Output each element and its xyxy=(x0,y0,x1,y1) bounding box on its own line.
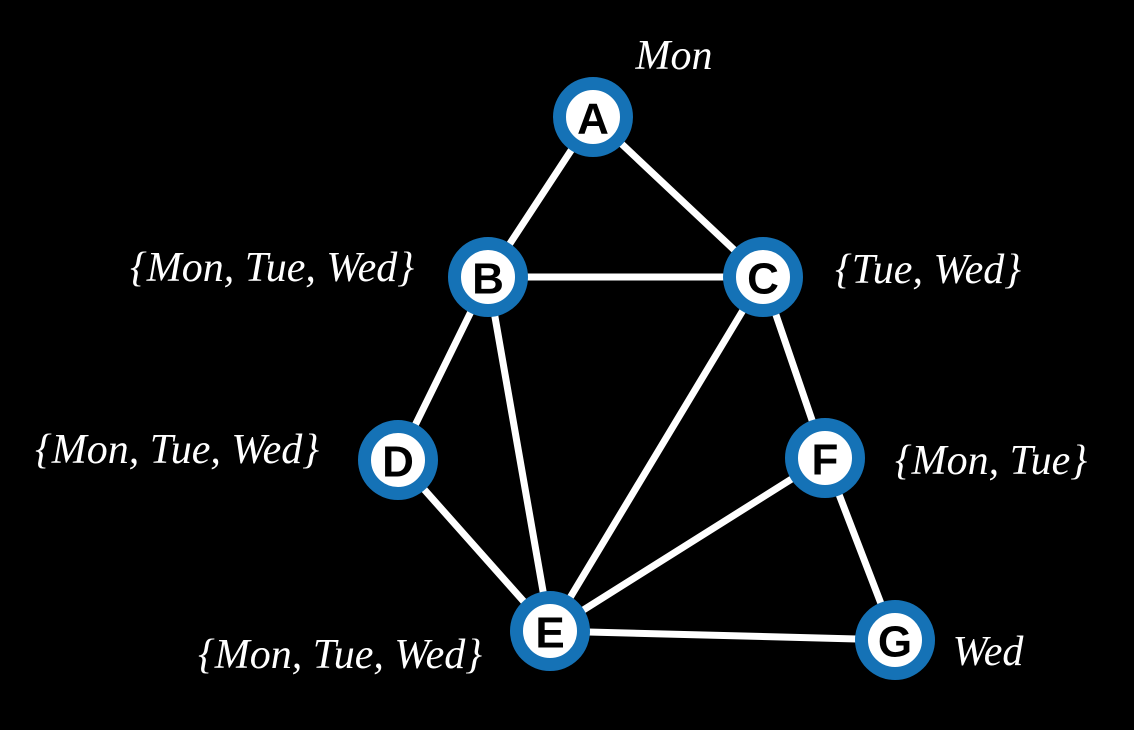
node-B-letter: B xyxy=(472,255,504,304)
node-G-letter: G xyxy=(878,618,912,667)
node-A-circle xyxy=(553,77,633,157)
node-F-letter: F xyxy=(812,436,839,485)
edge-B-E xyxy=(484,273,554,635)
node-C-circle xyxy=(723,237,803,317)
node-C-letter: C xyxy=(747,255,779,304)
node-E-circle xyxy=(510,591,590,671)
edge-E-F xyxy=(546,454,829,635)
node-D-letter: D xyxy=(382,438,414,487)
node-A-domain-label: Mon xyxy=(635,33,713,79)
node-D-domain-label: {Mon, Tue, Wed} xyxy=(35,427,319,473)
edge-C-E xyxy=(546,273,767,635)
node-A-letter: A xyxy=(577,95,609,144)
node-G: G Wed xyxy=(855,600,1025,680)
node-F: F {Mon, Tue} xyxy=(785,418,1087,498)
node-E-letter: E xyxy=(535,609,564,658)
edge-E-G xyxy=(546,627,899,644)
node-E: E {Mon, Tue, Wed} xyxy=(198,591,590,678)
node-C-domain-label: {Tue, Wed} xyxy=(835,247,1021,293)
node-D-circle xyxy=(358,420,438,500)
node-B-domain-label: {Mon, Tue, Wed} xyxy=(130,245,414,291)
node-C: C {Tue, Wed} xyxy=(723,237,1021,317)
node-A: A Mon xyxy=(553,33,713,157)
node-D: D {Mon, Tue, Wed} xyxy=(35,420,438,500)
node-F-domain-label: {Mon, Tue} xyxy=(895,438,1087,484)
node-G-domain-label: Wed xyxy=(953,629,1025,675)
node-F-circle xyxy=(785,418,865,498)
node-G-circle xyxy=(855,600,935,680)
node-B: B {Mon, Tue, Wed} xyxy=(130,237,528,317)
node-B-circle xyxy=(448,237,528,317)
node-E-domain-label: {Mon, Tue, Wed} xyxy=(198,632,482,678)
